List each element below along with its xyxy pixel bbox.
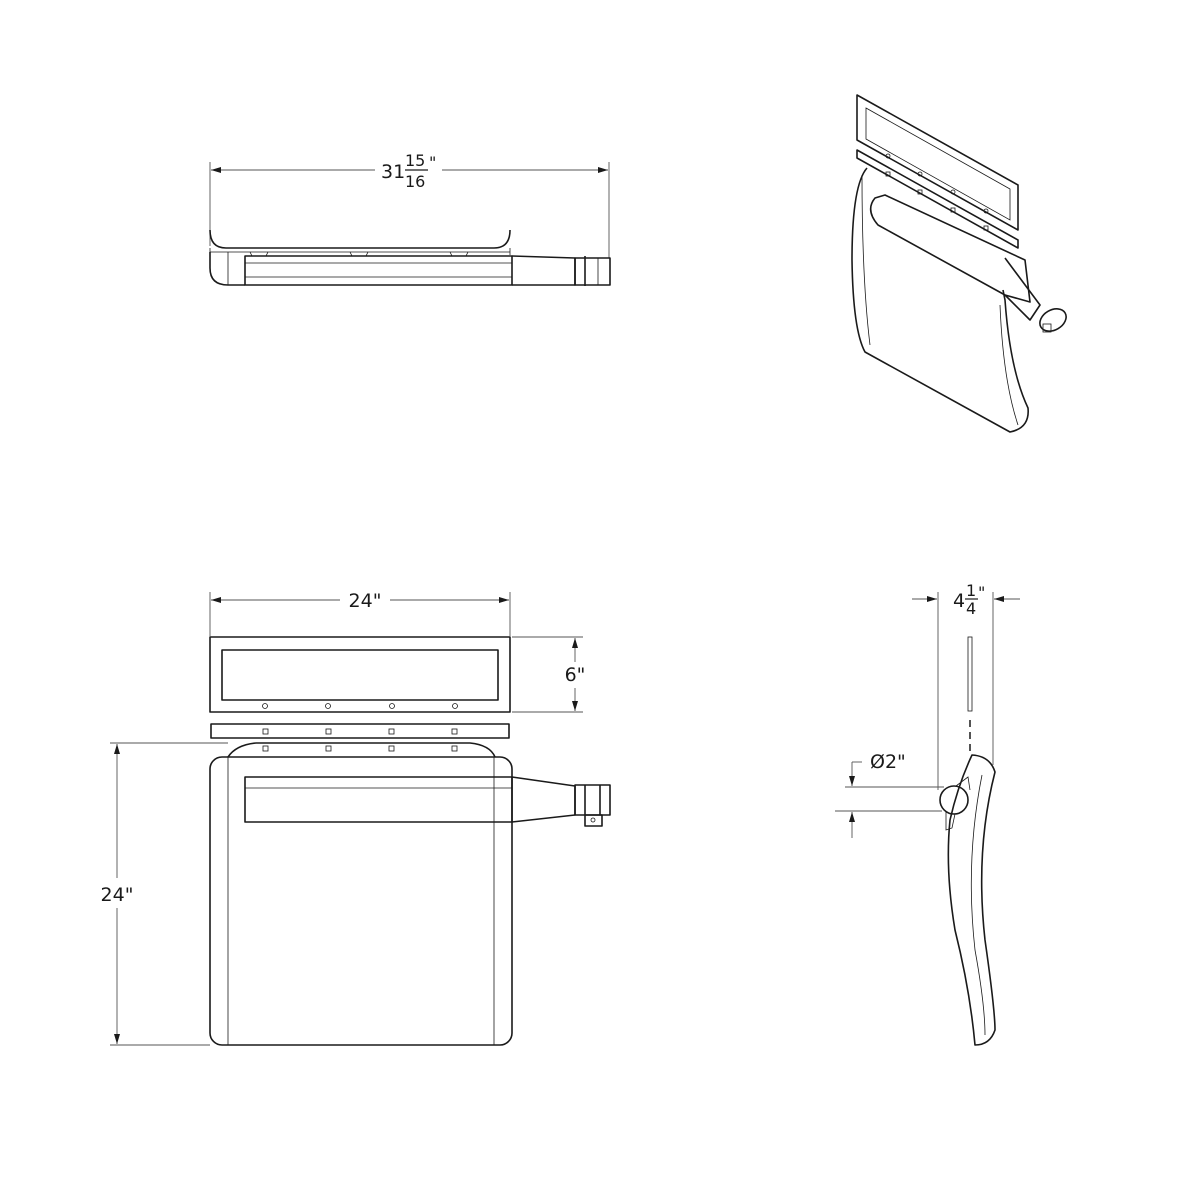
tube-taper	[511, 255, 576, 286]
svg-text:15: 15	[405, 151, 425, 170]
mount-nut-iso	[1039, 308, 1067, 332]
mount-nut	[574, 784, 611, 816]
mount-strip	[856, 149, 1019, 249]
seat-profile	[209, 229, 511, 249]
seat-panel	[209, 756, 513, 1046]
seat-side-profile	[947, 754, 996, 1046]
tube-taper	[511, 776, 576, 823]
svg-text:4: 4	[953, 590, 965, 612]
backrest-frame	[856, 94, 1019, 231]
svg-text:4: 4	[966, 599, 976, 618]
backrest-frame	[209, 636, 511, 713]
overall-width-label: 24"	[349, 590, 382, 612]
svg-text:": "	[429, 153, 436, 172]
depth-label: 4 1 4 "	[953, 581, 985, 618]
svg-text:31: 31	[381, 161, 405, 183]
mount-strip	[210, 723, 510, 739]
svg-text:1: 1	[966, 581, 976, 600]
tube-taper-iso	[1004, 257, 1041, 321]
top-view: 31 15 16 "	[209, 151, 611, 286]
support-tube-section	[939, 785, 969, 815]
front-view: 24" 6" 24"	[101, 590, 611, 1046]
isometric-view	[851, 94, 1067, 433]
side-view: 4 1 4 " Ø2"	[835, 581, 1020, 1046]
support-tube	[244, 776, 513, 823]
backrest-height-label: 6"	[565, 664, 586, 686]
backrest-slot	[967, 636, 973, 712]
support-tube	[244, 255, 513, 286]
support-tube-iso	[869, 194, 1031, 303]
hinge-hook	[209, 252, 245, 286]
overall-width-label: 31 15 16 "	[381, 151, 436, 191]
seat-top-edge	[227, 742, 496, 758]
mount-clip	[584, 814, 603, 827]
svg-text:16: 16	[405, 172, 425, 191]
tube-diameter-label: Ø2"	[870, 751, 906, 773]
mount-nut	[574, 257, 611, 286]
seat-panel	[851, 167, 1029, 433]
svg-text:": "	[978, 583, 985, 602]
seat-height-label: 24"	[101, 884, 134, 906]
